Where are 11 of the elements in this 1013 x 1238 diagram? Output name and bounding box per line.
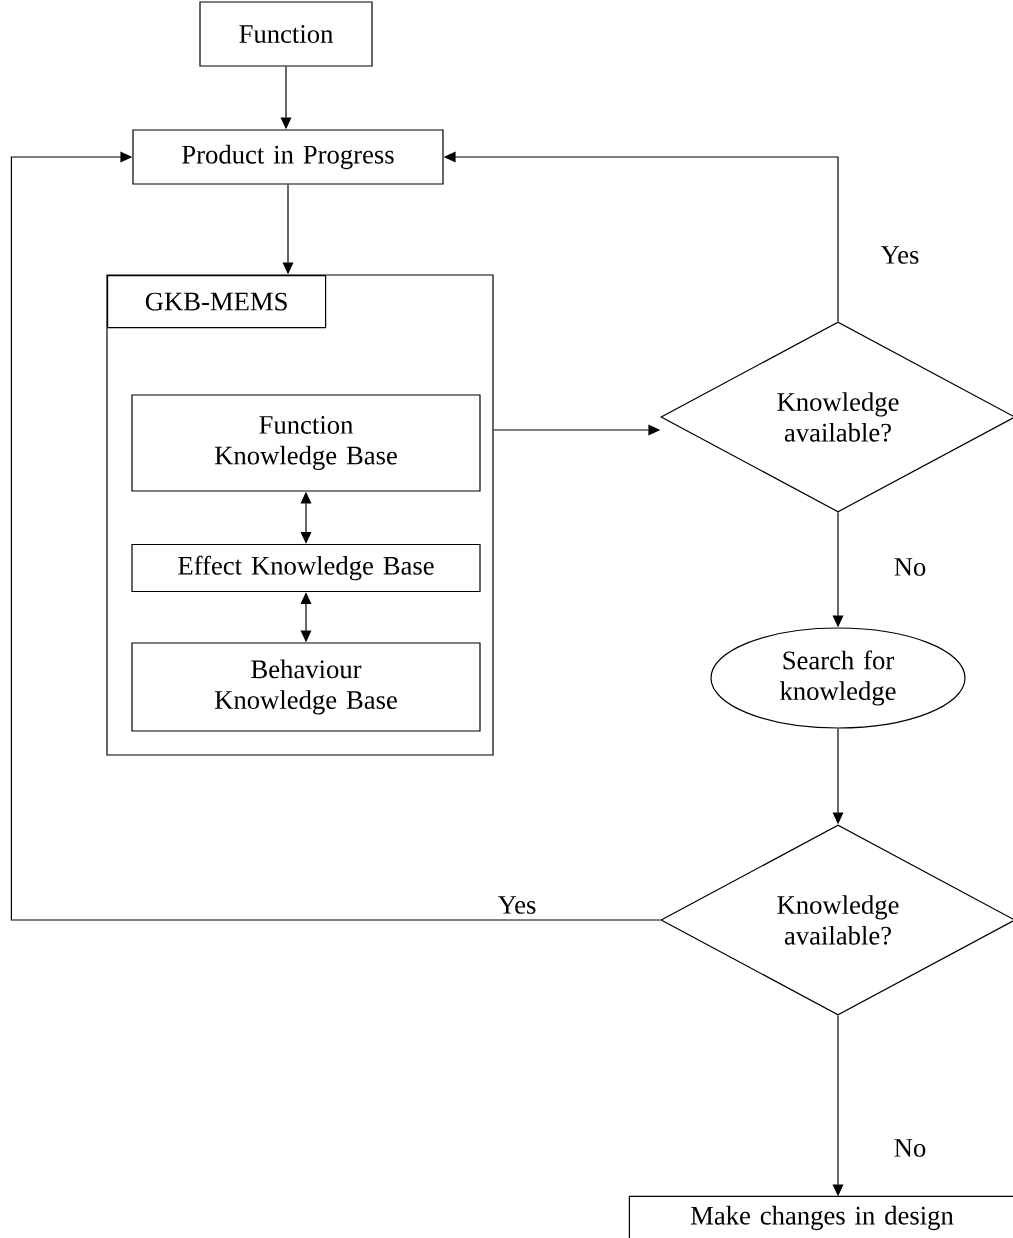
process-box: Behaviour Knowledge Base [131, 642, 481, 732]
process-box: Product in Progress [132, 129, 444, 185]
edge-label: No [894, 558, 926, 576]
process-box: Function [199, 1, 373, 67]
edge-label: Yes [880, 246, 919, 264]
process-box: Make changes in design [628, 1195, 1013, 1238]
arrow [10, 151, 661, 921]
edge-label: No [894, 1139, 926, 1157]
process-box: Function Knowledge Base [131, 394, 481, 492]
process-box: Effect Knowledge Base [131, 543, 481, 593]
edge-label: Yes [497, 896, 536, 914]
